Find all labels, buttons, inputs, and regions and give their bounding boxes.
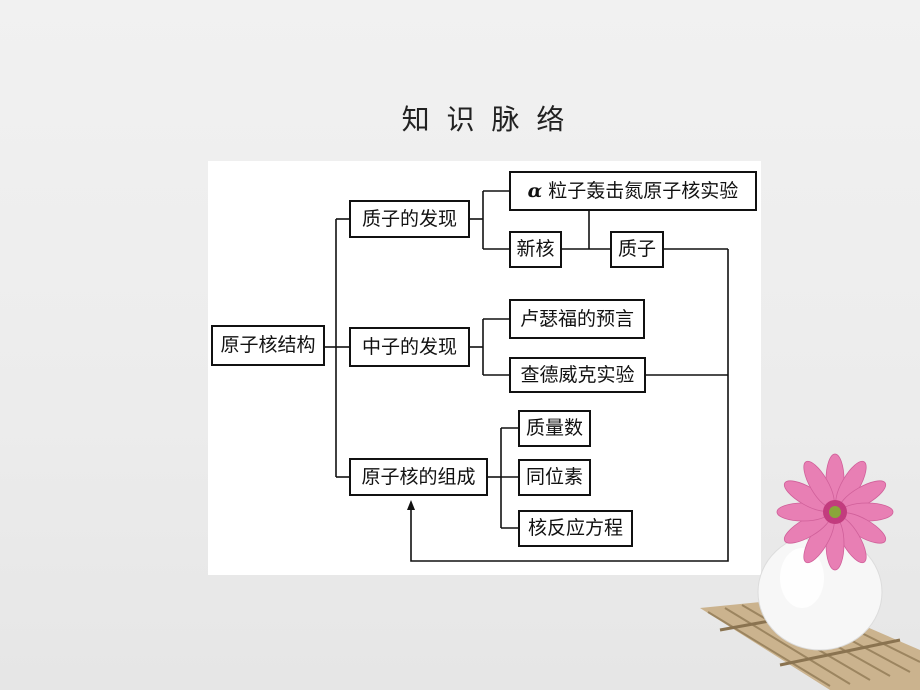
node-proton-discovery: 质子的发现 xyxy=(349,200,470,238)
node-rutherford-prediction: 卢瑟福的预言 xyxy=(509,299,645,339)
node-composition: 原子核的组成 xyxy=(349,458,488,496)
node-chadwick-experiment: 查德威克实验 xyxy=(509,357,646,393)
node-nuclear-equation: 核反应方程 xyxy=(518,510,633,547)
node-neutron-discovery: 中子的发现 xyxy=(349,327,470,367)
node-new-nucleus: 新核 xyxy=(509,231,562,268)
pink-flower xyxy=(776,453,894,571)
node-proton: 质子 xyxy=(610,231,664,268)
node-root: 原子核结构 xyxy=(211,325,325,366)
connector-lines xyxy=(325,190,729,562)
alpha-symbol: α xyxy=(527,179,543,202)
node-isotope: 同位素 xyxy=(518,459,591,496)
flower-vase-decoration xyxy=(700,453,920,690)
slide-title: 知 识 脉 络 xyxy=(401,103,569,136)
node-mass-number: 质量数 xyxy=(518,410,591,447)
